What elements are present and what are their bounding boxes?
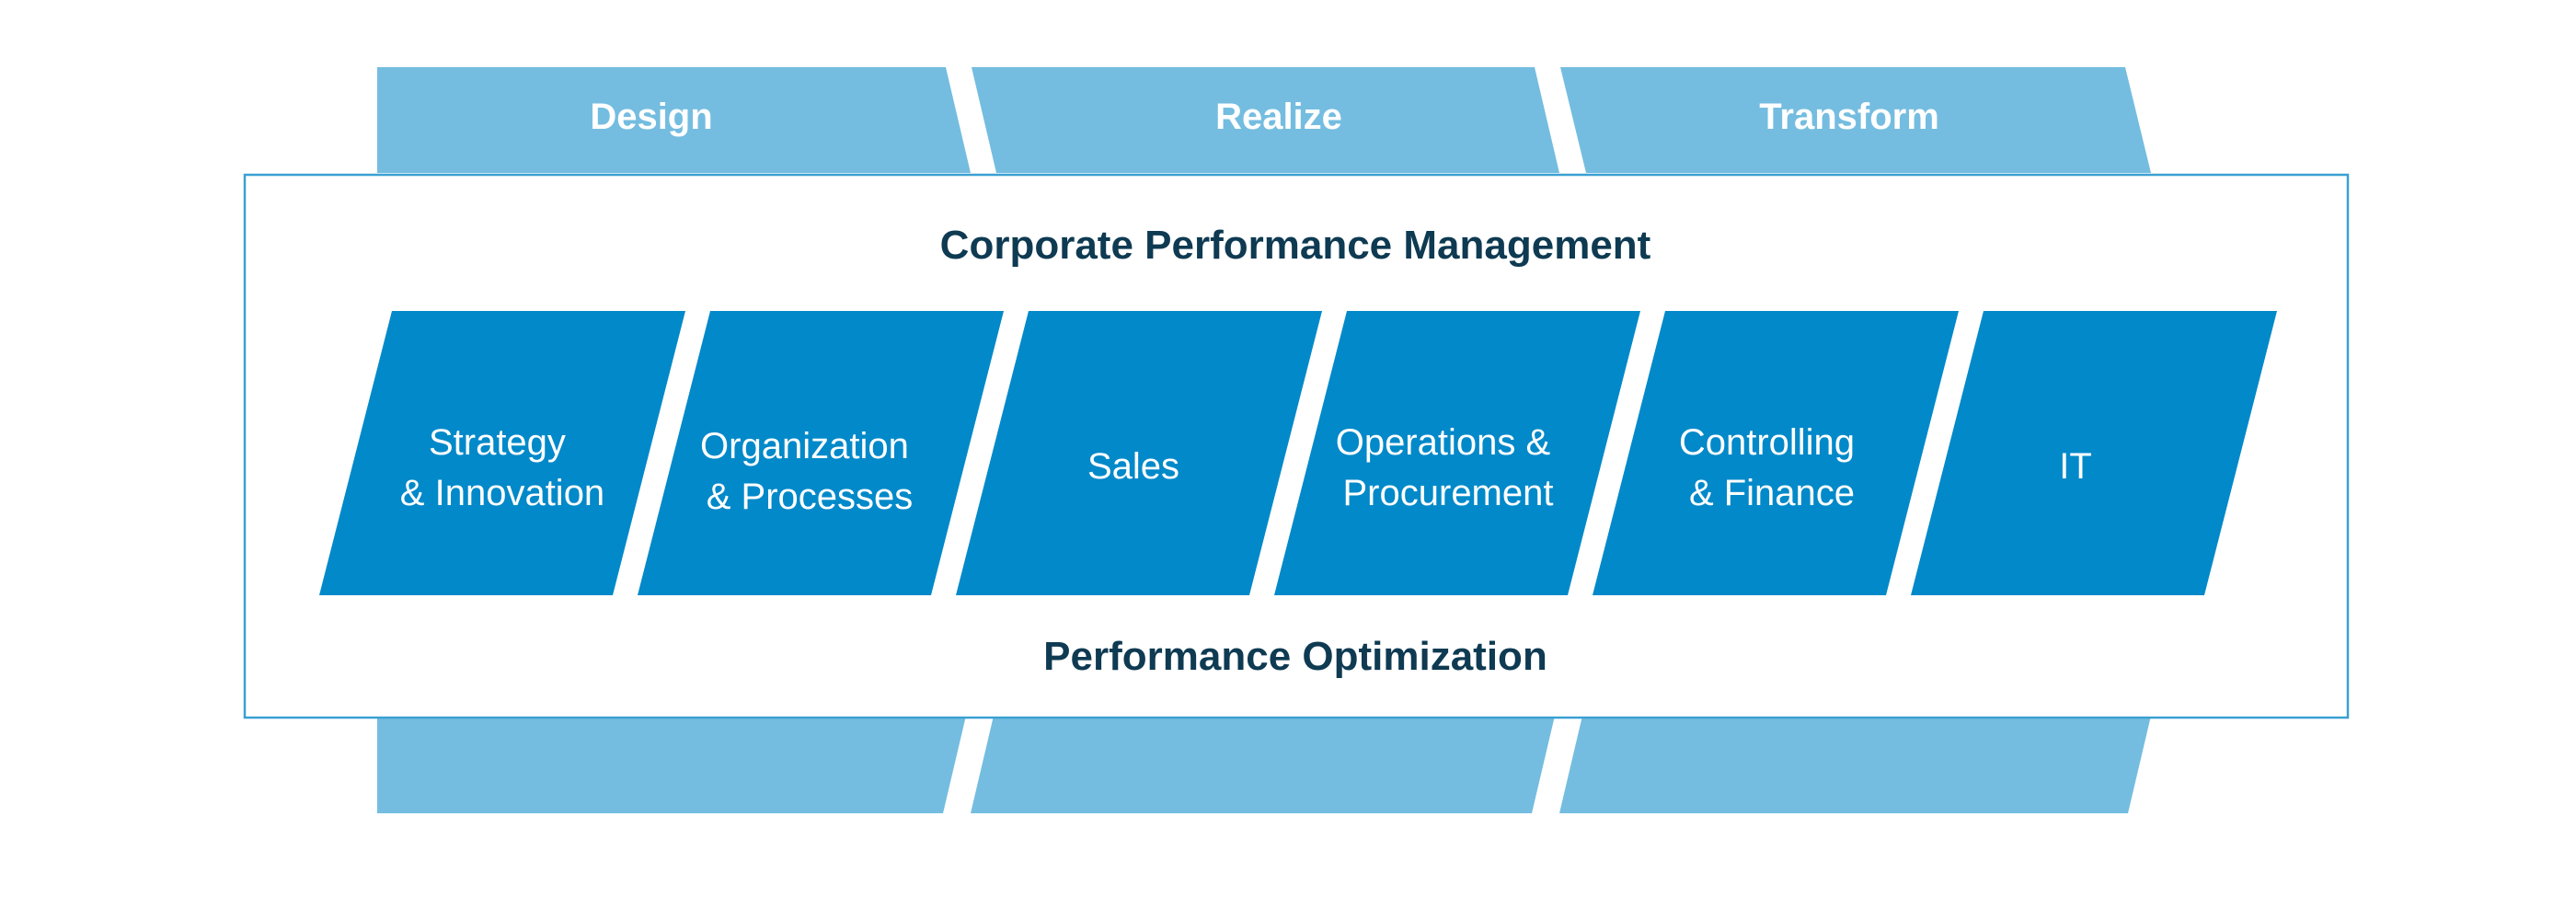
area-label-strategy-innovation: Strategy & Innovation bbox=[400, 422, 604, 513]
area-label-line: Strategy bbox=[429, 422, 566, 463]
area-label-controlling-finance: Controlling & Finance bbox=[1679, 422, 1865, 513]
phase-band-design-bottom bbox=[377, 716, 966, 813]
area-label-line: IT bbox=[2059, 446, 2092, 487]
phase-band-transform bbox=[1560, 67, 2151, 173]
area-sales bbox=[956, 311, 1322, 595]
area-label-operations-procurement: Operations & Procurement bbox=[1336, 422, 1561, 513]
area-label-line: Procurement bbox=[1343, 473, 1554, 513]
area-label-line: Sales bbox=[1087, 446, 1179, 487]
phase-label-design: Design bbox=[590, 97, 712, 137]
phase-band-design bbox=[377, 67, 971, 173]
area-label-line: & Finance bbox=[1689, 473, 1855, 513]
area-label-line: Operations & bbox=[1336, 422, 1551, 463]
frame-bottom-title: Performance Optimization bbox=[1043, 634, 1547, 679]
area-controlling-finance bbox=[1593, 311, 1959, 595]
phase-band-transform-bottom bbox=[1559, 716, 2151, 813]
area-label-organization-processes: Organization & Processes bbox=[700, 426, 919, 517]
phase-label-realize: Realize bbox=[1215, 97, 1342, 137]
area-label-line: Controlling bbox=[1679, 422, 1855, 463]
phase-band-realize-bottom bbox=[971, 716, 1555, 813]
area-operations-procurement bbox=[1274, 311, 1640, 595]
area-label-line: & Processes bbox=[707, 477, 914, 517]
phase-label-transform: Transform bbox=[1759, 97, 1939, 137]
area-organization-processes bbox=[638, 311, 1004, 595]
phase-band-realize bbox=[972, 67, 1559, 173]
area-label-it: IT bbox=[2059, 446, 2092, 487]
area-label-line: & Innovation bbox=[400, 473, 604, 513]
area-strategy-innovation bbox=[319, 311, 685, 595]
area-label-line: Organization bbox=[700, 426, 909, 466]
area-label-sales: Sales bbox=[1087, 446, 1179, 487]
frame-top-title: Corporate Performance Management bbox=[940, 223, 1651, 268]
area-it bbox=[1911, 311, 2277, 595]
